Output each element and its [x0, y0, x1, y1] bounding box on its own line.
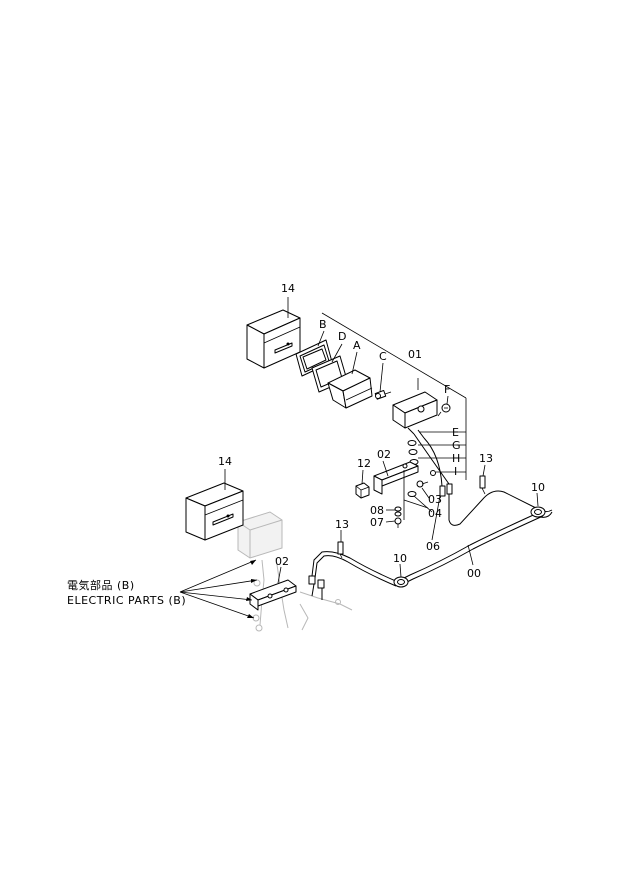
clip-13-right	[479, 475, 486, 495]
label-D: D	[338, 330, 346, 343]
caption-japanese: 電気部品 (B)	[67, 579, 135, 592]
label-F: F	[444, 383, 450, 396]
label-12: 12	[357, 457, 371, 470]
label-14-lower: 14	[218, 455, 232, 468]
screw-F	[437, 403, 451, 417]
hardware-03-04-07-08	[394, 480, 429, 528]
label-C: C	[379, 350, 387, 363]
label-13-left: 13	[335, 518, 349, 531]
label-04: 04	[428, 507, 442, 520]
washers-EGHI	[407, 440, 436, 476]
caption-english: ELECTRIC PARTS (B)	[67, 594, 187, 607]
leader-lines	[179, 297, 539, 619]
label-10-right: 10	[531, 481, 545, 494]
bracket-02-lower	[249, 579, 297, 611]
label-13-right: 13	[479, 452, 493, 465]
assembly-brackets	[321, 312, 467, 520]
label-B: B	[319, 318, 327, 331]
clip-13-left	[337, 541, 344, 559]
label-03: 03	[428, 493, 442, 506]
cover-14-upper	[246, 309, 301, 369]
grommet-10-mid	[393, 576, 409, 588]
label-G: G	[452, 439, 461, 452]
harness-cable-00	[308, 490, 553, 600]
cover-14-lower	[185, 482, 244, 541]
label-14-upper: 14	[281, 282, 295, 295]
label-06: 06	[426, 540, 440, 553]
lens-A	[327, 369, 373, 409]
bulb-C	[374, 389, 392, 400]
gasket-B	[295, 339, 333, 377]
label-E: E	[452, 426, 459, 439]
part-labels: 14 14 B D A C 01 F E G H I 12 02 03 04 0…	[218, 282, 545, 580]
ghost-lamp-assembly	[237, 511, 353, 632]
label-H: H	[452, 452, 460, 465]
nut-12	[355, 482, 370, 499]
label-02-upper: 02	[377, 448, 391, 461]
bracket-02-upper	[373, 461, 419, 495]
label-00: 00	[467, 567, 481, 580]
label-10-mid: 10	[393, 552, 407, 565]
label-A: A	[353, 339, 361, 352]
connector-06	[413, 433, 453, 497]
label-I: I	[454, 465, 457, 478]
label-01: 01	[408, 348, 422, 361]
label-08: 08	[370, 504, 384, 517]
label-02-lower: 02	[275, 555, 289, 568]
label-07: 07	[370, 516, 384, 529]
grommet-10-right	[530, 506, 546, 518]
lamp-body-01	[392, 391, 438, 439]
